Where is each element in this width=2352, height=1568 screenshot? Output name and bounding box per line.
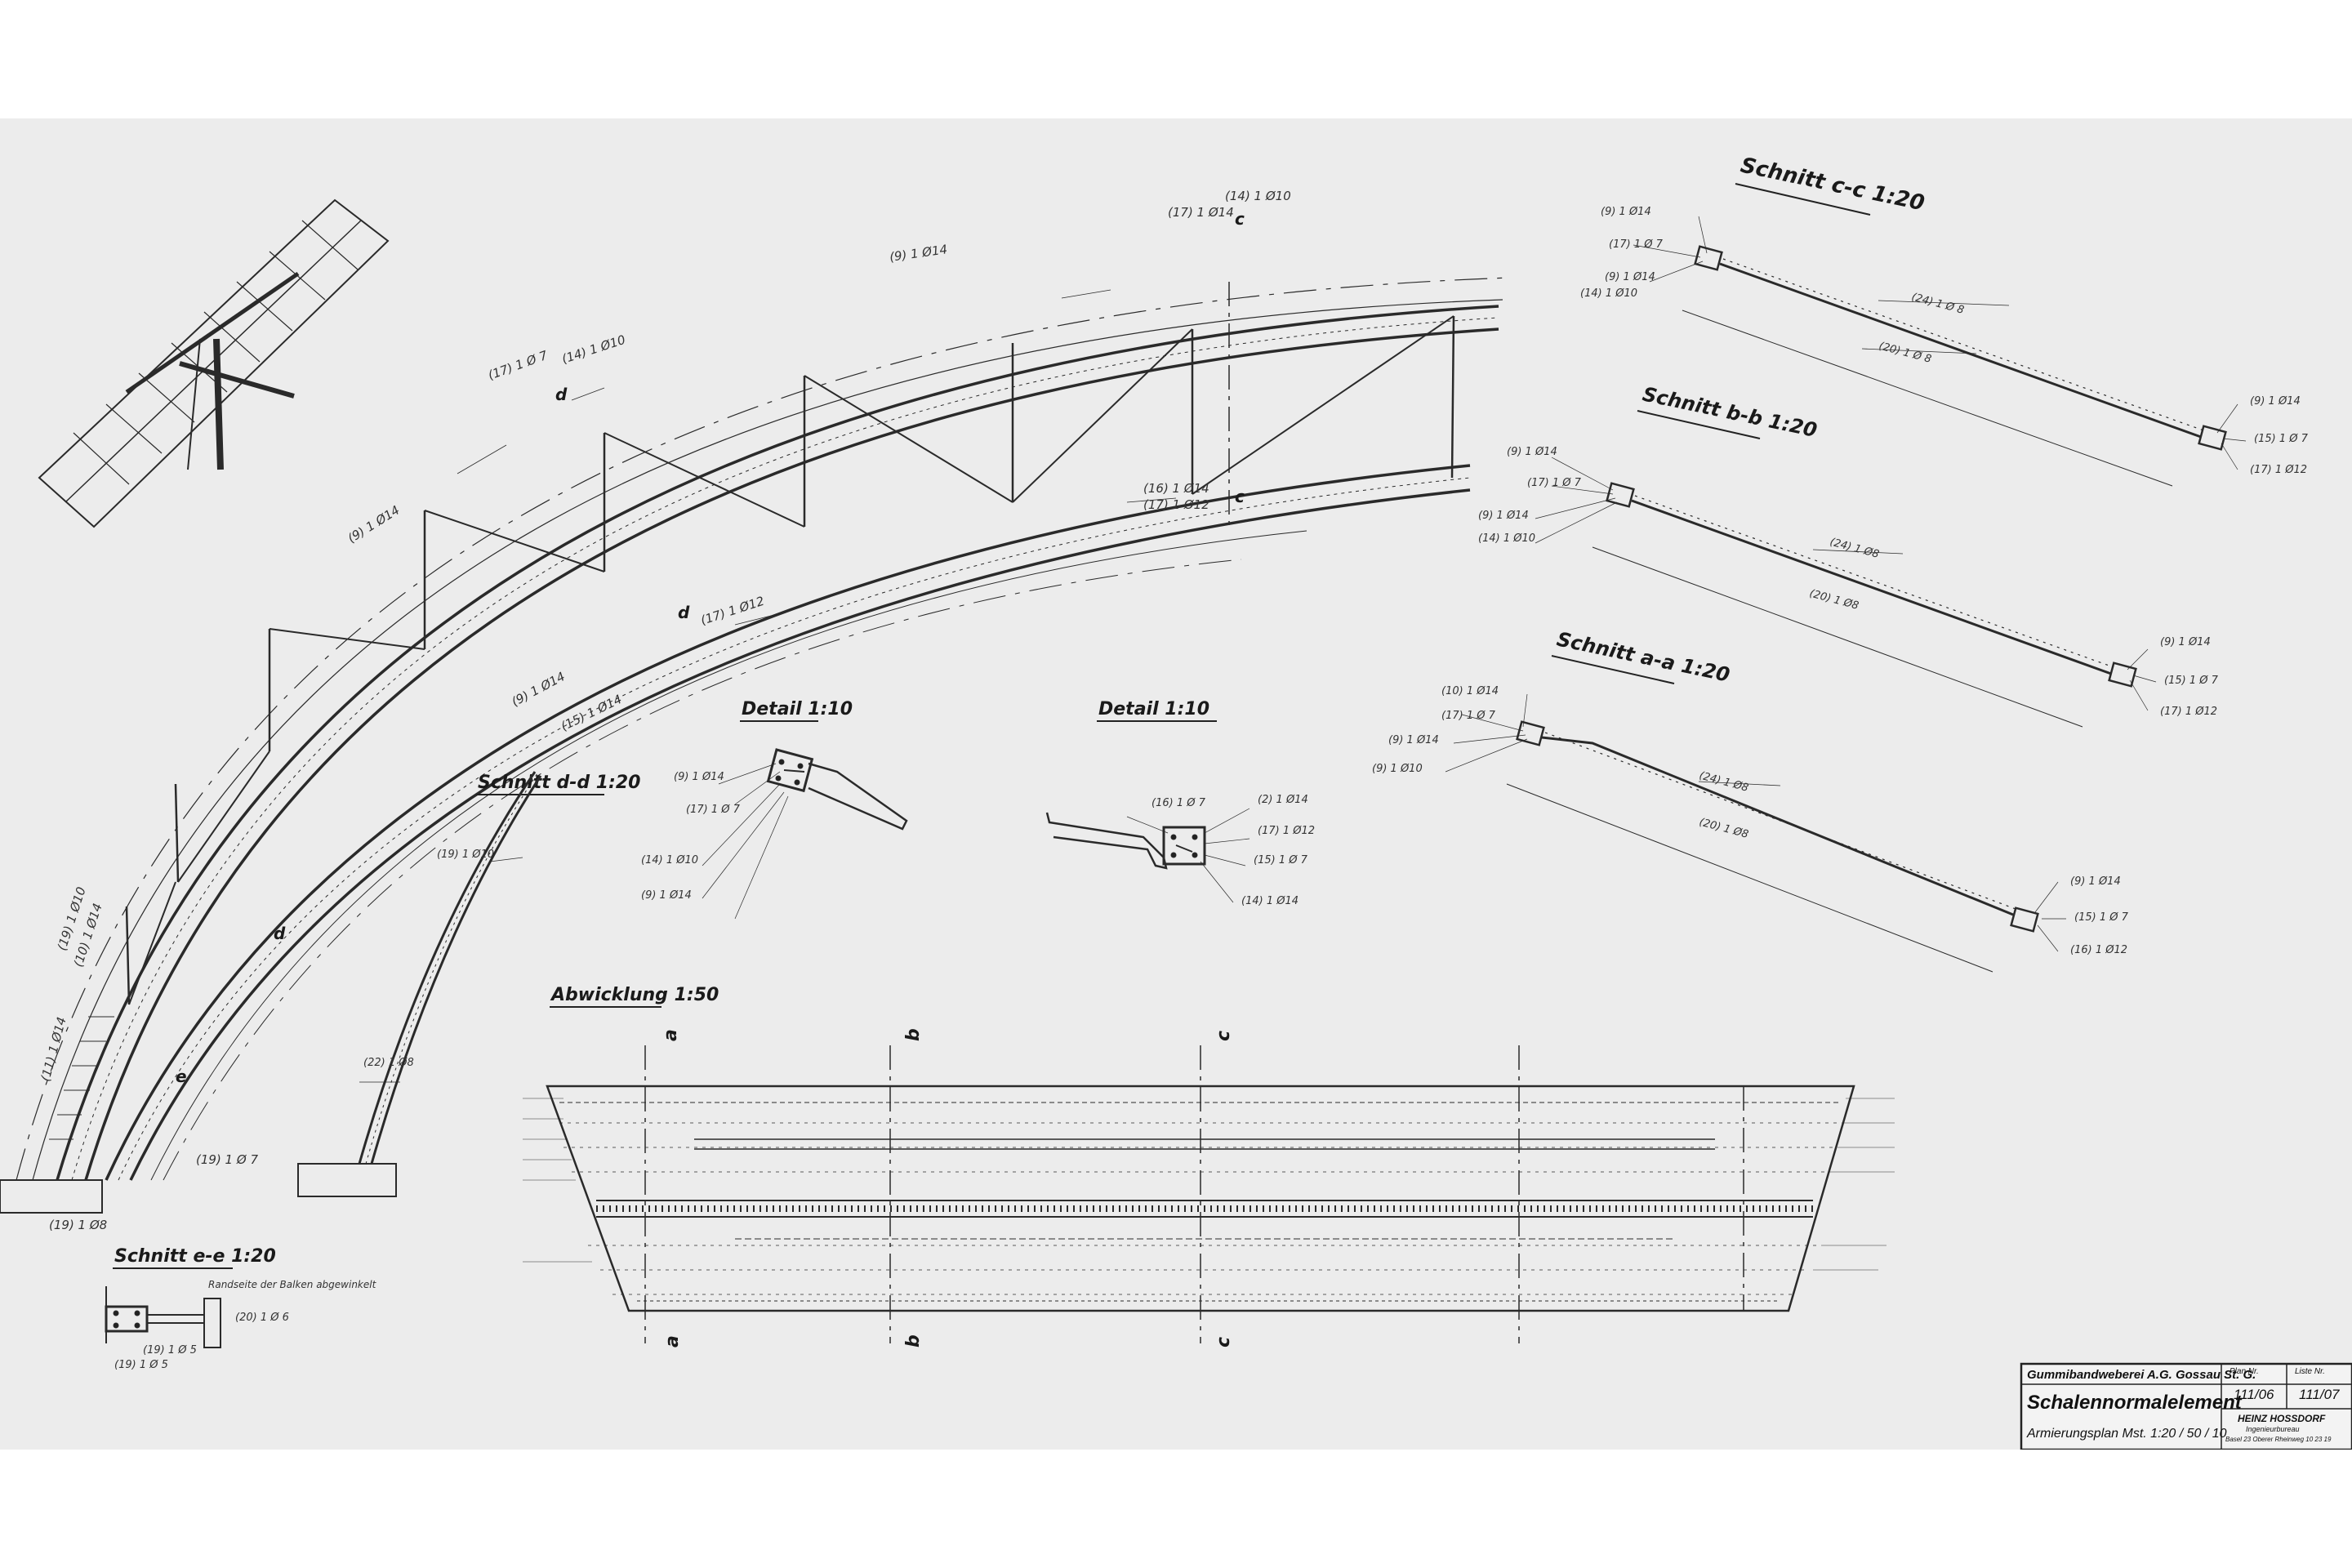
- section-mark-b: b: [903, 1028, 924, 1041]
- section-mark-b: b: [903, 1334, 924, 1348]
- rebar-label: (9) 1 Ø14: [509, 669, 567, 709]
- title-block: Gummibandweberei A.G. Gossau St. G. Plan…: [2020, 1362, 2352, 1450]
- rebar-label: (15) 1 Ø 7: [2074, 911, 2129, 924]
- section-cc: Schnitt c-c 1:20 (9) 1 Ø14 (17) 1 Ø 7 (9…: [1580, 154, 2309, 487]
- drawing-subtitle: Armierungsplan Mst. 1:20 / 50 / 10: [2026, 1427, 2227, 1441]
- section-mark-e: e: [176, 1067, 187, 1086]
- section-ee: Schnitt e-e 1:20 Randseite der Balken ab…: [105, 1246, 377, 1371]
- top-left-grid-detail: [38, 198, 390, 528]
- liste-number: 111/07: [2299, 1387, 2340, 1402]
- section-title: Schnitt d-d 1:20: [478, 773, 640, 793]
- section-mark-a: a: [661, 1029, 681, 1041]
- rebar-label: (17) 1 Ø 7: [1609, 238, 1664, 251]
- rebar-label: (24) 1 Ø8: [1698, 769, 1750, 794]
- rebar-label: (9) 1 Ø14: [1507, 446, 1557, 458]
- rebar-label: (17) 1 Ø14: [1168, 205, 1234, 220]
- detail-left: Detail 1:10 (9) 1 Ø14 (17) 1 Ø 7 (14) 1 …: [641, 699, 908, 920]
- engineer-address: Basel 23 Oberer Rheinweg 10 23 19: [2225, 1436, 2332, 1443]
- rebar-label: (17) 1 Ø12: [2250, 464, 2307, 476]
- rebar-label: (14) 1 Ø14: [1241, 895, 1298, 907]
- rebar-label: (11) 1 Ø14: [38, 1015, 69, 1083]
- rebar-label: (19) 1 Ø8: [49, 1218, 107, 1232]
- rebar-label: (9) 1 Ø14: [1388, 734, 1439, 746]
- liste-no-label: Liste Nr.: [2295, 1367, 2325, 1376]
- rebar-label: (9) 1 Ø14: [2160, 636, 2211, 648]
- rebar-label: (16) 1 Ø 7: [1152, 797, 1206, 809]
- rebar-label: (9) 1 Ø14: [1605, 271, 1655, 283]
- rebar-label: (14) 1 Ø10: [560, 332, 627, 367]
- section-mark-c: c: [1214, 1337, 1234, 1348]
- section-mark-d: d: [678, 603, 690, 622]
- rebar-label: (17) 1 Ø12: [1143, 497, 1209, 512]
- engineer-sub: Ingenieurbureau: [2246, 1425, 2300, 1433]
- blueprint-drawing: (14) 1 Ø10 (17) 1 Ø14 (9) 1 Ø14 (17) 1 Ø…: [0, 154, 2352, 1450]
- rebar-label: (17) 1 Ø 7: [686, 804, 741, 816]
- rebar-label: (16) 1 Ø14: [1143, 481, 1209, 496]
- detail-right: Detail 1:10 (16) 1 Ø 7 (2) 1 Ø14 (17) 1 …: [1045, 699, 1315, 907]
- rebar-label: (24) 1 Ø8: [1829, 536, 1881, 560]
- rebar-label: (15) 1 Ø 7: [2164, 675, 2219, 687]
- rebar-label: (19) 1 Ø 7: [196, 1152, 258, 1167]
- rebar-label: (9) 1 Ø14: [674, 771, 724, 783]
- rebar-label: (20) 1 Ø8: [1698, 816, 1750, 840]
- rebar-label: (17) 1 Ø 7: [1441, 710, 1496, 722]
- plan-no-label: Plan Nr.: [2230, 1367, 2259, 1376]
- section-title: Schnitt e-e 1:20: [114, 1246, 276, 1267]
- section-mark-a: a: [662, 1335, 683, 1348]
- rebar-label: (2) 1 Ø14: [1258, 794, 1308, 806]
- plan-number: 111/06: [2234, 1387, 2274, 1402]
- section-mark-c: c: [1235, 209, 1245, 229]
- rebar-label: (9) 1 Ø14: [345, 502, 403, 546]
- rebar-label: (20) 1 Ø 8: [1878, 340, 1932, 366]
- rebar-label: (19) 1 Ø 5: [114, 1359, 168, 1371]
- section-bb: Schnitt b-b 1:20 (9) 1 Ø14 (17) 1 Ø 7 (9…: [1478, 382, 2219, 728]
- rebar-label: (14) 1 Ø10: [641, 854, 698, 866]
- section-title: Abwicklung 1:50: [550, 985, 719, 1005]
- rebar-label: (20) 1 Ø 6: [235, 1312, 289, 1324]
- rebar-label: (14) 1 Ø10: [1225, 189, 1291, 203]
- drawing-sheet: (14) 1 Ø10 (17) 1 Ø14 (9) 1 Ø14 (17) 1 Ø…: [0, 118, 2352, 1450]
- detail-title: Detail 1:10: [742, 699, 853, 719]
- rebar-label: (20) 1 Ø8: [1808, 587, 1860, 612]
- rebar-label: (17) 1 Ø 7: [486, 348, 550, 383]
- rebar-label: (9) 1 Ø14: [641, 889, 692, 902]
- rebar-label: (9) 1 Ø14: [1601, 206, 1651, 218]
- rebar-label: (10) 1 Ø14: [1441, 685, 1499, 697]
- rebar-label: (24) 1 Ø 8: [1910, 291, 1965, 317]
- company-name: Gummibandweberei A.G. Gossau St. G.: [2027, 1368, 2256, 1382]
- rebar-label: (19) 1 Ø 5: [143, 1344, 197, 1356]
- rebar-label: (19) 1 Ø10: [437, 849, 494, 861]
- rebar-label: (17) 1 Ø12: [2160, 706, 2217, 718]
- rebar-label: (16) 1 Ø12: [2070, 944, 2127, 956]
- drawing-title: Schalennormalelement: [2027, 1392, 2243, 1414]
- rebar-label: (9) 1 Ø14: [1478, 510, 1529, 522]
- rebar-label: (9) 1 Ø14: [2250, 395, 2301, 408]
- section-title: Schnitt a-a 1:20: [1555, 627, 1732, 686]
- detail-title: Detail 1:10: [1098, 699, 1209, 719]
- section-mark-c: c: [1235, 487, 1245, 506]
- rebar-label: (17) 1 Ø12: [1258, 825, 1315, 837]
- rebar-label: (15) 1 Ø 7: [2254, 433, 2309, 445]
- section-aa: Schnitt a-a 1:20 (10) 1 Ø14 (17) 1 Ø 7 (…: [1372, 627, 2129, 973]
- section-dd: Schnitt d-d 1:20 (19) 1 Ø10 (22) 1 Ø8: [297, 771, 640, 1197]
- section-mark-d: d: [555, 385, 568, 404]
- engineer-name: HEINZ HOSSDORF: [2238, 1413, 2326, 1424]
- rebar-label: (9) 1 Ø14: [2070, 875, 2121, 888]
- section-mark-d: d: [274, 924, 286, 943]
- development-plan: Abwicklung 1:50: [523, 985, 1895, 1348]
- rebar-label: (9) 1 Ø10: [1372, 763, 1423, 775]
- rebar-label: (15) 1 Ø 7: [1254, 854, 1308, 866]
- section-title: Schnitt b-b 1:20: [1641, 382, 1820, 442]
- rebar-label: (14) 1 Ø10: [1478, 532, 1535, 545]
- rebar-label: (22) 1 Ø8: [363, 1057, 414, 1069]
- rebar-label: Randseite der Balken abgewinkelt: [208, 1279, 377, 1290]
- arch-truss: [0, 277, 1512, 1214]
- section-mark-c: c: [1214, 1031, 1234, 1041]
- rebar-label: (17) 1 Ø 7: [1527, 477, 1582, 489]
- rebar-label: (9) 1 Ø14: [889, 242, 948, 265]
- rebar-label: (14) 1 Ø10: [1580, 287, 1637, 300]
